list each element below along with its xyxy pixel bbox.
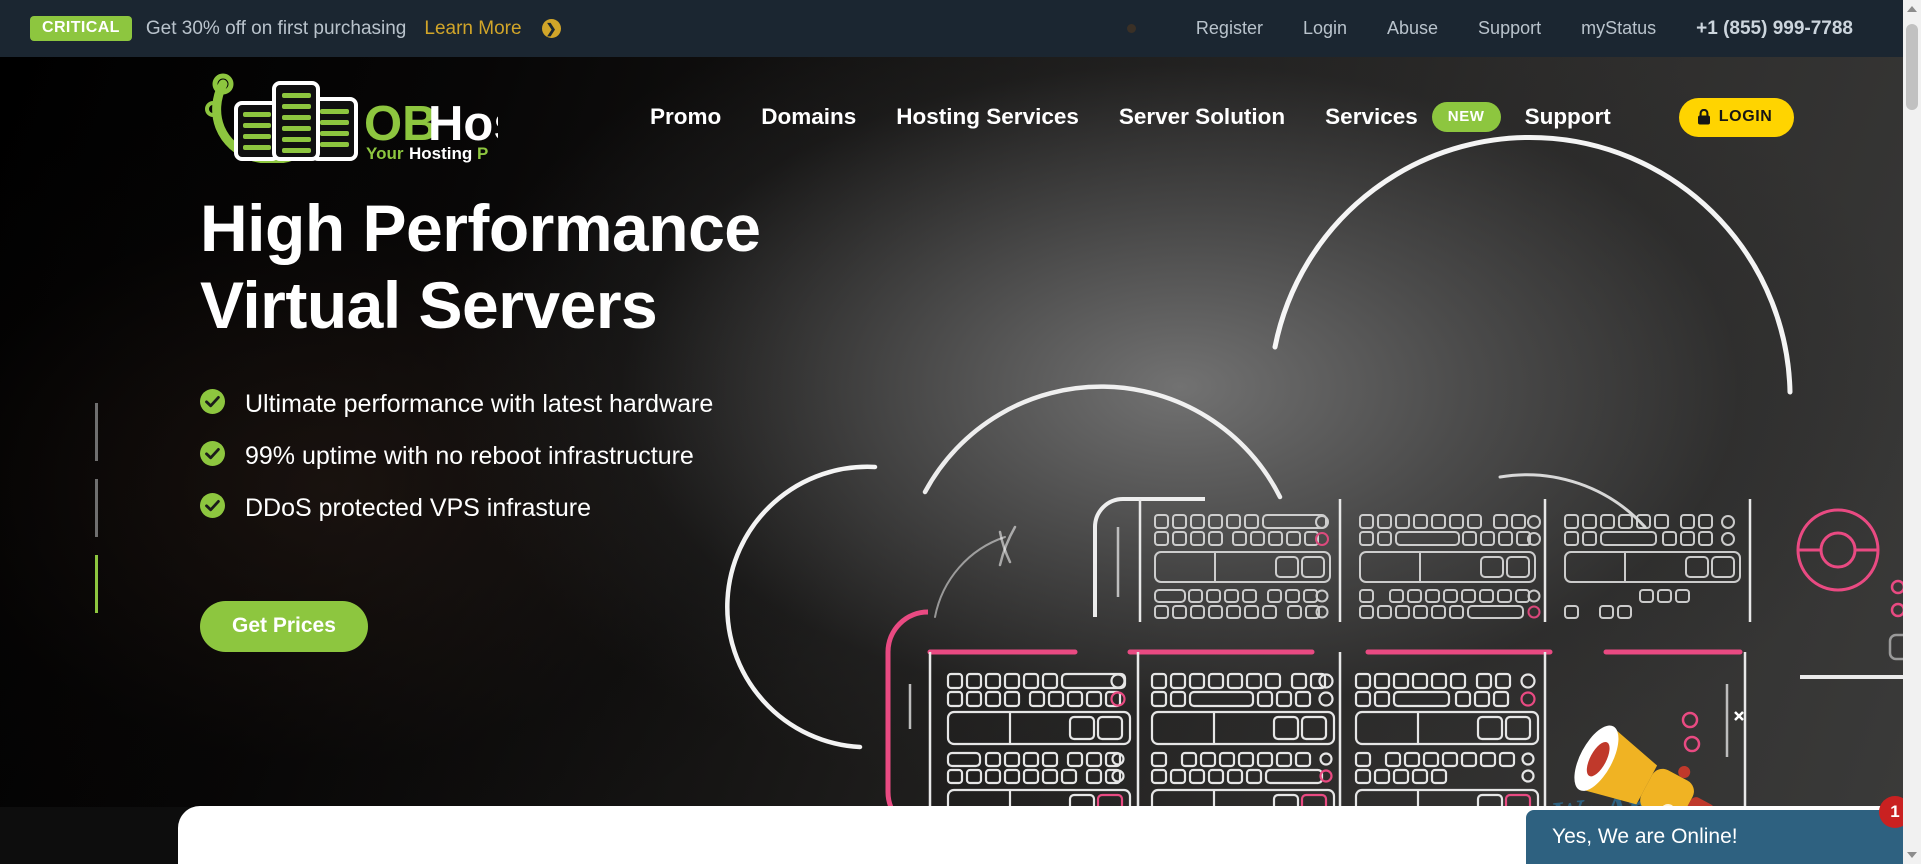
feature-label: DDoS protected VPS infrasture: [245, 493, 591, 522]
arrow-right-circle-icon[interactable]: ❯: [541, 19, 561, 38]
lock-icon: [1697, 108, 1710, 124]
megaphone-illustration: We Are Here!: [1550, 711, 1715, 807]
feature-item: Ultimate performance with latest hardwar…: [200, 389, 760, 419]
status-dot-icon: [1126, 24, 1136, 33]
utility-link-abuse[interactable]: Abuse: [1387, 18, 1439, 38]
hero-title-line1: High Performance: [200, 191, 761, 265]
critical-badge: CRITICAL: [30, 16, 132, 41]
feature-item: 99% uptime with no reboot infrastructure: [200, 441, 760, 471]
utility-link-support[interactable]: Support: [1478, 18, 1542, 38]
server-rack-top: [1093, 482, 1903, 679]
live-chat-widget[interactable]: Yes, We are Online! 1: [1526, 796, 1911, 864]
check-circle-icon: [200, 441, 225, 471]
hero-section: We Are Here!: [0, 57, 1903, 807]
phone-number-link[interactable]: +1 (855) 999-7788: [1696, 17, 1853, 39]
announcement-bar: CRITICAL Get 30% off on first purchasing…: [0, 0, 1903, 57]
hero-title-line2: Virtual Servers: [200, 267, 658, 342]
main-navigation: Promo Domains Hosting Services Server So…: [630, 97, 1795, 137]
page-title: High Performance Virtual Servers: [200, 190, 761, 343]
cloud-arcs: [725, 134, 1793, 750]
hero-illustration: We Are Here!: [725, 134, 1903, 807]
nav-item-server-solution[interactable]: Server Solution: [1118, 104, 1286, 129]
check-circle-icon: [200, 493, 225, 523]
nav-item-hosting-services[interactable]: Hosting Services: [896, 104, 1079, 129]
utility-nav: Register Login Abuse Support myStatus +1…: [1126, 17, 1853, 40]
nav-item-domains[interactable]: Domains: [761, 104, 857, 129]
announcement-content: CRITICAL Get 30% off on first purchasing…: [30, 16, 561, 41]
logo-tagline-hosting: Hosting: [409, 144, 472, 163]
site-header: OB Host Your Hosting P Promo Domains Hos…: [0, 57, 1903, 177]
feature-label: 99% uptime with no reboot infrastructure: [245, 441, 694, 470]
new-badge: NEW: [1431, 102, 1501, 132]
nav-item-support[interactable]: Support: [1524, 104, 1611, 129]
slider-tick-2[interactable]: [95, 479, 98, 537]
promo-text: Get 30% off on first purchasing: [145, 17, 407, 39]
utility-link-mystatus[interactable]: myStatus: [1581, 18, 1657, 38]
get-prices-button[interactable]: Get Prices: [200, 601, 368, 653]
login-button-label: LOGIN: [1718, 107, 1773, 125]
logo-text-ob: OB: [364, 97, 438, 151]
scroll-up-arrow-icon[interactable]: [1903, 0, 1921, 18]
slider-tick-3-active[interactable]: [95, 555, 98, 613]
feature-label: Ultimate performance with latest hardwar…: [245, 389, 714, 418]
learn-more-link[interactable]: Learn More: [424, 17, 522, 39]
nav-item-promo[interactable]: Promo: [650, 104, 722, 129]
feature-item: DDoS protected VPS infrasture: [200, 493, 760, 523]
obhost-logo[interactable]: OB Host Your Hosting P: [196, 67, 537, 168]
slider-tick-1[interactable]: [95, 403, 98, 461]
login-button[interactable]: LOGIN: [1678, 97, 1795, 137]
scroll-down-arrow-icon[interactable]: [1903, 846, 1921, 864]
logo-text-host: Host: [428, 97, 498, 151]
page-scrollbar[interactable]: [1903, 0, 1921, 864]
server-rack-bottom: [885, 609, 1747, 807]
slider-indicator: [95, 403, 98, 613]
chat-status-label: Yes, We are Online!: [1552, 825, 1738, 848]
feature-list: Ultimate performance with latest hardwar…: [200, 389, 760, 523]
check-circle-icon: [200, 389, 225, 419]
utility-link-login[interactable]: Login: [1302, 18, 1347, 38]
scrollbar-thumb[interactable]: [1906, 24, 1918, 110]
obhost-logo-icon: OB Host Your Hosting P: [205, 73, 537, 164]
utility-link-register[interactable]: Register: [1195, 18, 1263, 38]
hero-content: High Performance Virtual Servers Ultimat…: [200, 190, 761, 653]
logo-tagline-your: Your: [366, 144, 404, 163]
nav-item-services[interactable]: Services: [1325, 104, 1418, 129]
logo-tagline-partner: P: [477, 144, 488, 163]
